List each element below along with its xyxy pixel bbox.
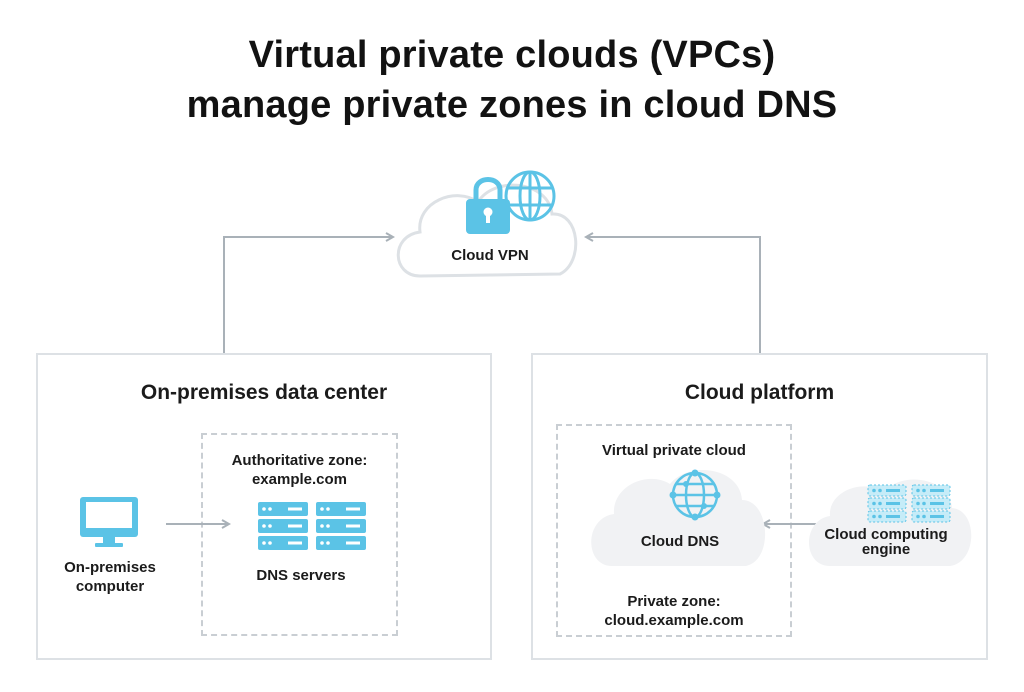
server-led xyxy=(262,507,266,511)
private-zone-label-line-1: Private zone: xyxy=(627,593,721,610)
cloud-to-vpn-arrow xyxy=(586,237,761,353)
server-slot xyxy=(346,541,360,545)
cloud-dns-label: Cloud DNS xyxy=(640,533,720,550)
server-led xyxy=(878,501,882,506)
onprem-computer-label-line-2: computer xyxy=(75,578,145,595)
authoritative-zone-label-line-2: example.com xyxy=(251,471,348,488)
server-led xyxy=(916,501,920,506)
vpn-label: Cloud VPN xyxy=(451,247,529,264)
vpc-box xyxy=(556,424,792,637)
server-led xyxy=(878,488,882,493)
engine-label-line-1: Cloud computing xyxy=(824,526,948,543)
server-led xyxy=(878,514,882,519)
globe-icon xyxy=(504,170,556,222)
authoritative-zone-box xyxy=(201,433,398,636)
server-unit xyxy=(258,519,308,533)
server-led xyxy=(268,507,272,511)
server-unit xyxy=(316,536,366,550)
server-slot xyxy=(346,524,360,528)
onprem-computer-label: On-premises computer xyxy=(48,558,172,596)
private-zone-label-line-2: cloud.example.com xyxy=(604,612,744,629)
server-slot xyxy=(930,502,944,505)
server-led xyxy=(268,524,272,528)
server-led xyxy=(262,541,266,545)
cloud-dns-cloud-icon xyxy=(591,470,766,566)
engine-label-line-2: engine xyxy=(861,541,911,558)
server-led xyxy=(922,501,926,506)
server-led xyxy=(872,501,876,506)
server-led xyxy=(326,507,330,511)
engine-label: Cloud computing engine xyxy=(806,527,966,557)
server-slot xyxy=(288,524,302,528)
server-led xyxy=(916,514,920,519)
server-led xyxy=(268,541,272,545)
server-slot xyxy=(930,489,944,492)
onprem-computer-label-line-1: On-premises xyxy=(64,559,156,576)
server-unit xyxy=(258,502,308,516)
server-unit xyxy=(258,536,308,550)
server-unit xyxy=(316,519,366,533)
server-slot xyxy=(886,502,900,505)
authoritative-zone-label-line-1: Authoritative zone: xyxy=(231,452,368,469)
server-slot xyxy=(346,507,360,511)
server-icon xyxy=(316,502,366,550)
cloud-panel-title: Cloud platform xyxy=(684,381,835,404)
diagram-title: Virtual private clouds (VPCs) manage pri… xyxy=(0,30,1024,130)
server-led xyxy=(872,514,876,519)
server-slot xyxy=(886,515,900,518)
server-slot xyxy=(288,507,302,511)
network-node-icon xyxy=(669,469,721,521)
server-slot xyxy=(930,515,944,518)
server-led xyxy=(872,488,876,493)
title-line-2: manage private zones in cloud DNS xyxy=(186,84,838,126)
monitor-icon xyxy=(80,497,138,547)
server-slot xyxy=(886,489,900,492)
server-led xyxy=(326,524,330,528)
server-slot xyxy=(288,541,302,545)
dns-servers-label: DNS servers xyxy=(256,567,346,584)
title-line-1: Virtual private clouds (VPCs) xyxy=(248,34,776,76)
server-icon xyxy=(258,502,308,550)
onprem-to-vpn-arrow xyxy=(223,237,393,353)
server-led xyxy=(262,524,266,528)
server-led xyxy=(320,507,324,511)
server-led xyxy=(320,541,324,545)
server-led xyxy=(922,514,926,519)
private-zone-label: Private zone: cloud.example.com xyxy=(566,592,782,630)
vpc-label: Virtual private cloud xyxy=(602,442,746,459)
server-led xyxy=(320,524,324,528)
onprem-panel-title: On-premises data center xyxy=(140,381,388,404)
server-led xyxy=(916,488,920,493)
server-led xyxy=(922,488,926,493)
authoritative-zone-label: Authoritative zone: example.com xyxy=(211,451,388,489)
server-unit xyxy=(316,502,366,516)
server-led xyxy=(326,541,330,545)
lock-icon xyxy=(466,177,510,234)
server-rack-icon xyxy=(867,484,951,523)
